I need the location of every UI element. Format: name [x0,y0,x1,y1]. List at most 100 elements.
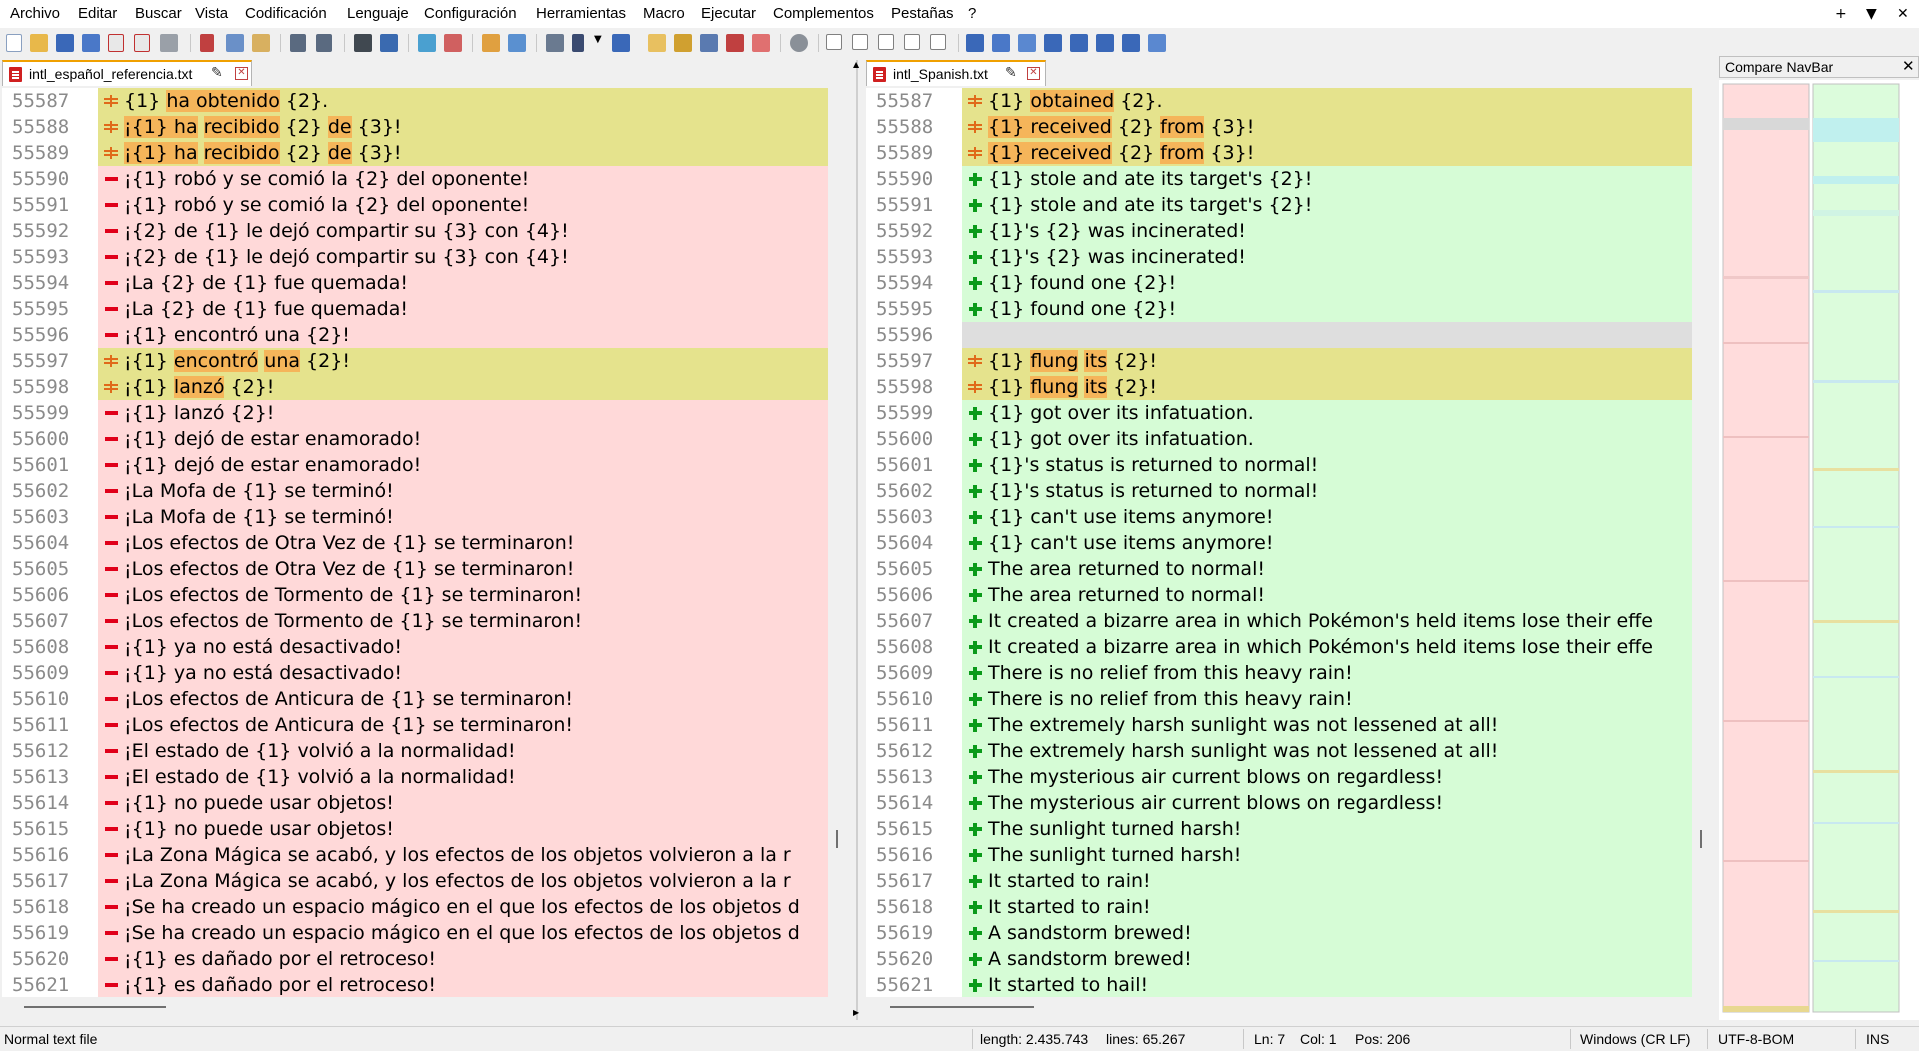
diff-line[interactable]: 55599¡{1} lanzó {2}! [2,400,828,426]
doc-map-icon[interactable] [674,34,692,52]
undo-icon[interactable] [290,34,306,52]
new-file-icon[interactable] [6,34,22,52]
diff-line[interactable]: 55596¡{1} encontró una {2}! [2,322,828,348]
tab-list-dropdown-button[interactable]: ▼ [1866,6,1877,22]
diff-line[interactable]: 55620¡{1} es dañado por el retroceso! [2,946,828,972]
left-editor[interactable]: 55587{1} ha obtenido {2}.55588¡{1} ha re… [2,88,828,997]
run-macro-multiple-icon[interactable] [904,34,920,50]
menu-ejecutar[interactable]: Ejecutar [701,5,757,22]
menu-herramientas[interactable]: Herramientas [536,5,627,22]
diff-line[interactable]: 55607¡Los efectos de Tormento de {1} se … [2,608,828,634]
diff-line[interactable]: 55612¡El estado de {1} volvió a la norma… [2,738,828,764]
function-list-icon[interactable] [700,34,718,52]
diff-line[interactable]: 55621¡{1} es dañado por el retroceso! [2,972,828,997]
diff-line[interactable]: 55618¡Se ha creado un espacio mágico en … [2,894,828,920]
diff-line[interactable]: 55603{1} can't use items anymore! [866,504,1692,530]
diff-line[interactable]: 55594¡La {2} de {1} fue quemada! [2,270,828,296]
menu-configuracion[interactable]: Configuración [424,5,517,22]
find-icon[interactable] [354,34,372,52]
folder-as-workspace-icon[interactable] [726,34,744,52]
save-icon[interactable] [56,34,74,52]
menu-lenguaje[interactable]: Lenguaje [347,5,409,22]
chevron-down-icon[interactable]: ▼ [594,34,602,45]
print-icon[interactable] [160,34,178,52]
diff-line[interactable]: 55604¡Los efectos de Otra Vez de {1} se … [2,530,828,556]
diff-line[interactable]: 55609¡{1} ya no está desactivado! [2,660,828,686]
diff-line[interactable]: 55590¡{1} robó y se comió la {2} del opo… [2,166,828,192]
diff-line[interactable]: 55600{1} got over its infatuation. [866,426,1692,452]
compare-navbar-map[interactable] [1719,80,1919,1020]
tab-intl-spanish[interactable]: intl_Spanish.txt ✎ ✕ [866,60,1046,86]
paste-icon[interactable] [252,34,270,52]
diff-line[interactable]: 55588{1} received {2} from {3}! [866,114,1692,140]
prev-diff-icon[interactable] [1070,34,1088,52]
zoom-in-icon[interactable] [418,34,436,52]
diff-line[interactable]: 55617¡La Zona Mágica se acabó, y los efe… [2,868,828,894]
compare-navbar[interactable] [1719,80,1919,1020]
diff-line[interactable]: 55603¡La Mofa de {1} se terminó! [2,504,828,530]
compare-clear-icon[interactable] [1018,34,1036,52]
diff-line[interactable]: 55594{1} found one {2}! [866,270,1692,296]
diff-line[interactable]: 55601¡{1} dejó de estar enamorado! [2,452,828,478]
diff-line[interactable]: 55600¡{1} dejó de estar enamorado! [2,426,828,452]
diff-line[interactable]: 55619¡Se ha creado un espacio mágico en … [2,920,828,946]
navbar-toggle-icon[interactable] [1148,34,1166,52]
last-diff-icon[interactable] [1122,34,1140,52]
monitoring-icon[interactable] [752,34,770,52]
diff-line[interactable]: 55593{1}'s {2} was incinerated! [866,244,1692,270]
compare-settings-icon[interactable] [992,34,1010,52]
open-file-icon[interactable] [30,34,48,52]
scroll-thumb[interactable] [890,1006,1034,1008]
view-splitter[interactable]: ▲ ▶ [850,58,864,1026]
diff-line[interactable]: 55591¡{1} robó y se comió la {2} del opo… [2,192,828,218]
diff-line[interactable]: 55599{1} got over its infatuation. [866,400,1692,426]
close-navbar-button[interactable]: ✕ [1902,58,1915,75]
status-encoding[interactable]: UTF-8-BOM [1718,1031,1795,1047]
diff-line[interactable]: 55615¡{1} no puede usar objetos! [2,816,828,842]
diff-line[interactable]: 55598¡{1} lanzó {2}! [2,374,828,400]
diff-line[interactable]: 55589¡{1} ha recibido {2} de {3}! [2,140,828,166]
status-eol[interactable]: Windows (CR LF) [1580,1031,1691,1047]
first-diff-icon[interactable] [1044,34,1062,52]
replace-icon[interactable] [380,34,398,52]
play-macro-icon[interactable] [878,34,894,50]
diff-line[interactable]: 55597{1} flung its {2}! [866,348,1692,374]
diff-line[interactable]: 55604{1} can't use items anymore! [866,530,1692,556]
compare-icon[interactable] [966,34,984,52]
diff-line[interactable]: 55597¡{1} encontró una {2}! [2,348,828,374]
pin-icon[interactable]: ✎ [1005,65,1017,81]
menu-codificacion[interactable]: Codificación [245,5,327,22]
menu-archivo[interactable]: Archivo [10,5,61,22]
stop-macro-icon[interactable] [852,34,868,50]
diff-line[interactable]: 55592¡{2} de {1} le dejó compartir su {3… [2,218,828,244]
diff-line[interactable]: 55602{1}'s status is returned to normal! [866,478,1692,504]
user-language-icon[interactable] [648,34,666,52]
diff-line[interactable]: 55587{1} ha obtenido {2}. [2,88,828,114]
diff-line[interactable]: 55596 [866,322,1692,348]
scroll-thumb[interactable] [24,1006,166,1008]
diff-line[interactable]: 55598{1} flung its {2}! [866,374,1692,400]
diff-line[interactable]: 55613¡El estado de {1} volvió a la norma… [2,764,828,790]
new-tab-button[interactable]: + [1835,6,1847,22]
diff-line[interactable]: 55592{1}'s {2} was incinerated! [866,218,1692,244]
next-diff-icon[interactable] [1096,34,1114,52]
diff-line[interactable]: 55595¡La {2} de {1} fue quemada! [2,296,828,322]
menu-pestanas[interactable]: Pestañas [891,5,954,22]
diff-line[interactable]: 55611¡Los efectos de Anticura de {1} se … [2,712,828,738]
diff-line[interactable]: 55591{1} stole and ate its target's {2}! [866,192,1692,218]
diff-line[interactable]: 55614¡{1} no puede usar objetos! [2,790,828,816]
diff-line[interactable]: 55601{1}'s status is returned to normal! [866,452,1692,478]
diff-line[interactable]: 55590{1} stole and ate its target's {2}! [866,166,1692,192]
save-macro-icon[interactable] [930,34,946,50]
menu-help[interactable]: ? [968,5,977,22]
